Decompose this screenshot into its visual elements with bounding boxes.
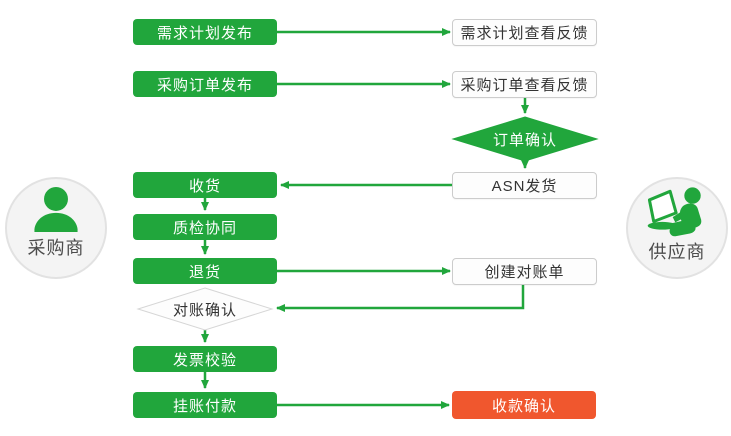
order-confirm-diamond bbox=[451, 116, 599, 162]
node-label: 采购订单查看反馈 bbox=[460, 77, 589, 94]
supplier-actor: 供应商 bbox=[626, 177, 728, 279]
node-label: 对账确认 bbox=[172, 301, 237, 319]
buyer-label: 采购商 bbox=[27, 238, 85, 258]
node-quality-check: 质检协同 bbox=[133, 214, 277, 240]
node-create-statement: 创建对账单 bbox=[452, 258, 597, 285]
node-label: 收货 bbox=[188, 177, 221, 195]
node-label: 订单确认 bbox=[492, 131, 557, 149]
node-invoice-verify: 发票校验 bbox=[133, 346, 277, 372]
buyer-actor: 采购商 bbox=[5, 177, 107, 279]
node-label: 收款确认 bbox=[491, 397, 556, 415]
node-label: 退货 bbox=[188, 263, 221, 281]
statement-confirm-diamond bbox=[136, 287, 274, 331]
node-demand-plan-publish: 需求计划发布 bbox=[133, 19, 277, 45]
person-laptop-icon bbox=[644, 187, 710, 237]
node-asn-ship: ASN发货 bbox=[452, 172, 597, 199]
node-label: 采购订单发布 bbox=[156, 76, 253, 94]
node-label: ASN发货 bbox=[491, 178, 558, 195]
node-label: 需求计划发布 bbox=[156, 24, 253, 42]
node-label: 挂账付款 bbox=[172, 397, 237, 415]
person-icon bbox=[31, 187, 81, 233]
node-po-feedback: 采购订单查看反馈 bbox=[452, 71, 597, 98]
node-label: 质检协同 bbox=[172, 219, 237, 237]
node-demand-plan-feedback: 需求计划查看反馈 bbox=[452, 19, 597, 46]
node-label: 发票校验 bbox=[172, 351, 237, 369]
node-receive-goods: 收货 bbox=[133, 172, 277, 198]
node-order-confirm: 订单确认 bbox=[453, 117, 597, 161]
node-statement-confirm: 对账确认 bbox=[138, 288, 272, 330]
node-return-goods: 退货 bbox=[133, 258, 277, 284]
arrow-statement-to-confirm bbox=[276, 285, 525, 312]
node-po-publish: 采购订单发布 bbox=[133, 71, 277, 97]
node-label: 创建对账单 bbox=[484, 264, 565, 281]
node-payment-confirm: 收款确认 bbox=[452, 391, 596, 419]
supplier-label: 供应商 bbox=[648, 242, 706, 262]
node-book-payment: 挂账付款 bbox=[133, 392, 277, 418]
node-label: 需求计划查看反馈 bbox=[460, 25, 589, 42]
